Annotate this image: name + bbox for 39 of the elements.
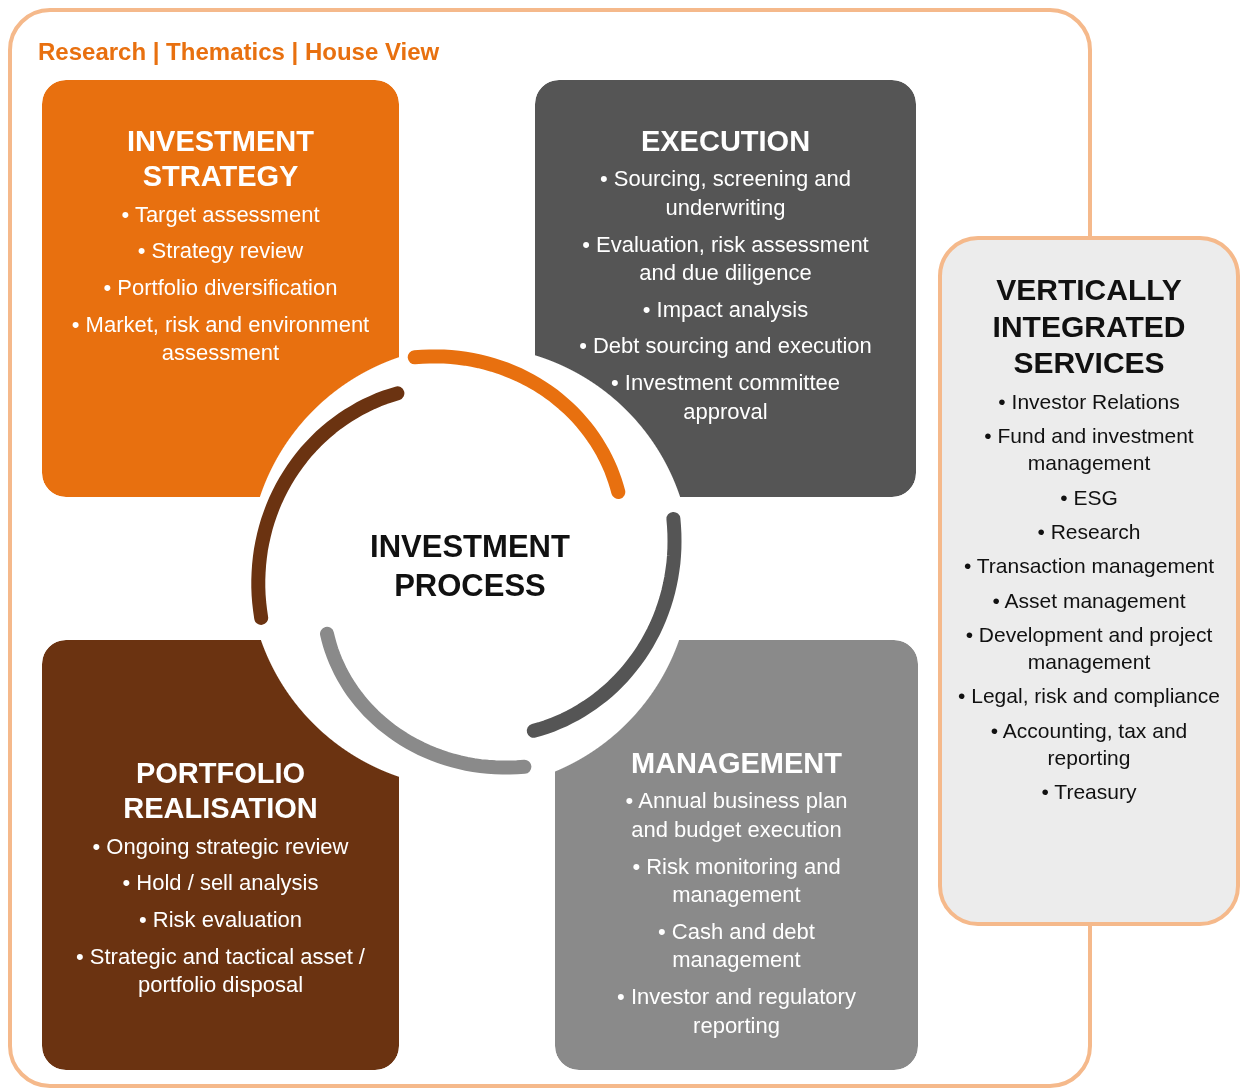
panel-heading: VERTICALLY INTEGRATED SERVICES [991, 272, 1187, 382]
bullet-item: • Market, risk and environment assessment [70, 310, 371, 368]
stage-heading: EXECUTION [639, 124, 812, 159]
bullet-item: • Treasury [1041, 779, 1137, 806]
stage-box [42, 80, 399, 497]
bullet-item: • Risk monitoring and management [631, 852, 842, 910]
bullet-item: • Annual business plan and budget execution [624, 787, 849, 844]
stage-heading: INVESTMENT STRATEGY [126, 124, 315, 195]
bullet-item: • Fund and investment management [983, 423, 1195, 477]
bullet-item: • Asset management [992, 587, 1186, 614]
bullet-item: • Investor Relations [998, 388, 1180, 415]
stage-heading: MANAGEMENT [629, 746, 843, 781]
bullet-item: • Legal, risk and compliance [958, 683, 1220, 710]
bullet-item: • Accounting, tax and reporting [989, 717, 1189, 772]
bullet-item: • Development and project management [964, 621, 1214, 676]
bullet-item: • Investment committee approval [610, 368, 841, 426]
stage-box [535, 80, 916, 497]
bullet-item: • Sourcing, screening and underwriting [598, 165, 853, 222]
stage-box [42, 640, 399, 1070]
bullet-item: • Risk evaluation [139, 905, 302, 934]
bullet-item: • Hold / sell analysis [122, 869, 319, 898]
bullet-item: • Research [1037, 518, 1141, 545]
bullet-item: • Ongoing strategic review [92, 832, 349, 861]
bullet-item: • Transaction management [963, 553, 1215, 580]
stage-box [555, 640, 918, 1070]
bullet-item: • Cash and debt management [657, 917, 816, 975]
bullet-item: • Impact analysis [642, 295, 809, 324]
bullet-item: • Debt sourcing and execution [579, 332, 872, 361]
bullet-item: • Strategic and tactical asset / portfolio disposal [75, 942, 366, 1000]
bullet-item: • ESG [1060, 484, 1118, 511]
bullet-item: • Portfolio diversification [103, 273, 338, 302]
bullet-item: • Investor and regulatory reporting [616, 982, 857, 1040]
bullet-item: • Target assessment [121, 200, 320, 229]
center-label: INVESTMENT PROCESS [369, 528, 571, 605]
stage-heading: PORTFOLIO REALISATION [122, 756, 319, 827]
frame-heading: Research | Thematics | House View [38, 38, 440, 66]
services-panel [938, 236, 1240, 926]
bullet-item: • Strategy review [137, 237, 304, 266]
bullet-item: • Evaluation, risk assessment and due diligence [581, 230, 870, 288]
